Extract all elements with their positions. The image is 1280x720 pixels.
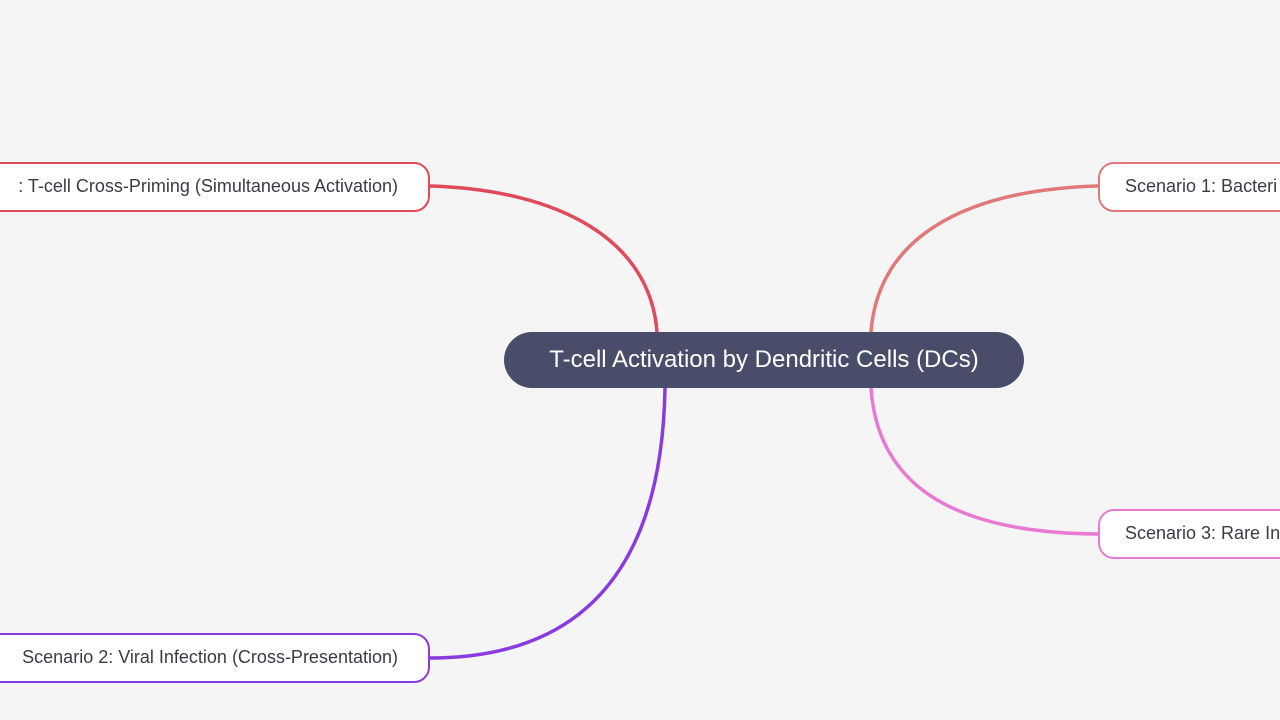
connector-cross-priming [428, 184, 659, 334]
root-node[interactable]: T-cell Activation by Dendritic Cells (DC… [504, 332, 1024, 388]
branch-node-label: : T-cell Cross-Priming (Simultaneous Act… [18, 176, 398, 196]
connector-rare [869, 386, 1100, 536]
root-node-label: T-cell Activation by Dendritic Cells (DC… [549, 346, 979, 373]
connector-viral-infection [428, 386, 667, 660]
branch-node-rare[interactable]: Scenario 3: Rare In [1098, 509, 1280, 559]
branch-node-bacterial[interactable]: Scenario 1: Bacteri [1098, 162, 1280, 212]
connector-bacterial [869, 184, 1100, 334]
branch-node-cross-priming[interactable]: : T-cell Cross-Priming (Simultaneous Act… [0, 162, 430, 212]
branch-node-label: Scenario 1: Bacteri [1125, 176, 1278, 196]
branch-node-label: Scenario 3: Rare In [1125, 523, 1280, 543]
branch-node-viral-infection[interactable]: Scenario 2: Viral Infection (Cross-Prese… [0, 633, 430, 683]
branch-node-label: Scenario 2: Viral Infection (Cross-Prese… [22, 647, 398, 667]
